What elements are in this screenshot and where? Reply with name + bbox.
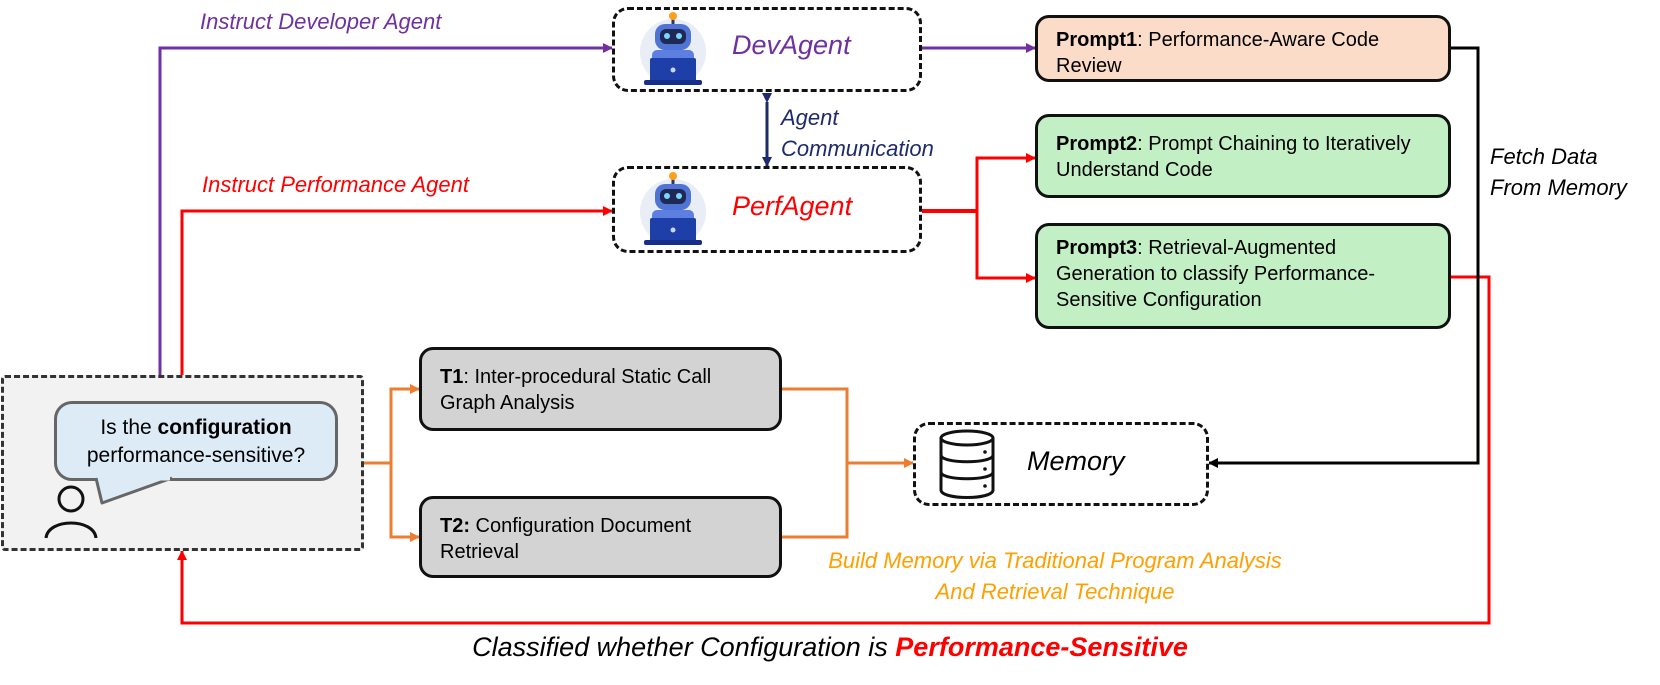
build-memory-line-2: And Retrieval Technique [935, 579, 1175, 604]
dev-agent-name: DevAgent [732, 30, 851, 60]
arrow-t1-to-memory [782, 387, 849, 539]
question-line-2: performance-sensitive? [86, 444, 306, 467]
speech-bubble-tail [94, 476, 173, 505]
prompt3-box: Prompt3: Retrieval-Augmented Generation … [1035, 223, 1451, 329]
agent-communication-line-2: Communication [781, 136, 934, 161]
person-icon [44, 485, 98, 539]
fetch-memory-line-2: From Memory [1490, 175, 1627, 200]
arrow-classified-result [177, 275, 1491, 625]
instruct-performance-label: Instruct Performance Agent [202, 172, 469, 197]
question-line-1: Is the configuration [100, 416, 292, 439]
arrow-fetch-memory [1208, 43, 1480, 468]
agent-communication-line-1: Agent [781, 105, 839, 130]
arrow-instruct-performance [180, 206, 613, 375]
perf-agent-name: PerfAgent [732, 191, 853, 221]
classified-caption: Classified whether Configuration is Perf… [0, 632, 1660, 663]
build-memory-label: Build Memory via Traditional Program Ana… [795, 545, 1315, 607]
arrow-user-to-t1 [389, 384, 420, 463]
t1-box: T1: Inter-procedural Static Call Graph A… [419, 347, 782, 431]
classified-prefix: Classified whether Configuration is [472, 632, 896, 662]
database-icon [939, 429, 995, 499]
t2-box: T2: Configuration Document Retrieval [419, 496, 782, 578]
memory-label: Memory [1027, 446, 1125, 476]
arrow-perf-to-prompt2 [975, 153, 1036, 211]
build-memory-line-1: Build Memory via Traditional Program Ana… [828, 548, 1282, 573]
robot-laptop-icon [640, 12, 706, 85]
classified-emphasis: Performance-Sensitive [895, 632, 1188, 662]
arrow-perf-to-prompt3 [975, 211, 1036, 283]
fetch-memory-label: Fetch Data From Memory [1490, 141, 1627, 203]
memory-box [913, 422, 1209, 506]
agent-communication-label: Agent Communication [781, 102, 934, 164]
fetch-memory-line-1: Fetch Data [1490, 144, 1598, 169]
arrow-instruct-developer [158, 43, 613, 375]
instruct-developer-label: Instruct Developer Agent [200, 9, 442, 34]
prompt2-box: Prompt2: Prompt Chaining to Iteratively … [1035, 114, 1451, 198]
arrow-user-to-t2 [389, 463, 420, 542]
speech-bubble: Is the configuration performance-sensiti… [54, 401, 338, 481]
robot-laptop-icon [640, 172, 706, 245]
prompt1-box: Prompt1: Performance-Aware Code Review [1035, 15, 1451, 82]
